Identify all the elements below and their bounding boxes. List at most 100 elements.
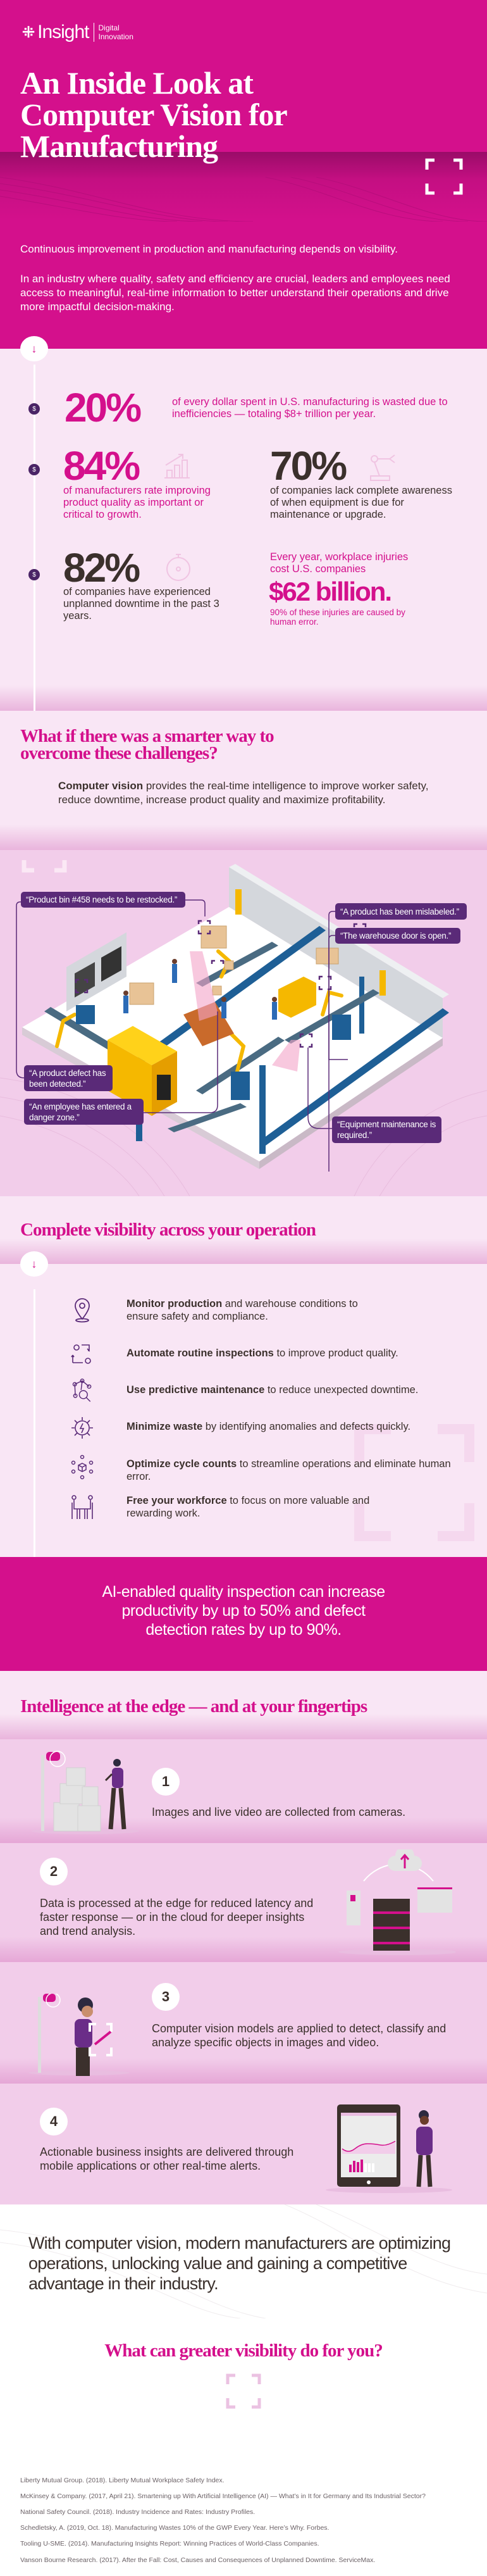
reference: Liberty Mutual Group. (2018). Liberty Mu…	[20, 2477, 225, 2484]
item-bold: Optimize cycle counts	[126, 1458, 237, 1470]
item-rest: to improve product quality.	[273, 1347, 398, 1359]
visibility-item: Monitor production and warehouse conditi…	[126, 1297, 379, 1323]
step-1	[0, 1739, 487, 1843]
reference: Schedletsky, A. (2019, Oct. 18). Manufac…	[20, 2524, 330, 2532]
callout-restock: “Product bin #458 needs to be restocked.…	[21, 892, 185, 908]
title-line: Manufacturing	[20, 128, 218, 164]
item-rest: by identifying anomalies and defects qui…	[202, 1421, 411, 1432]
visibility-heading: Complete visibility across your operatio…	[20, 1220, 316, 1240]
item-bold: Minimize waste	[126, 1421, 203, 1432]
reference: McKinsey & Company. (2017, April 21). Sm…	[20, 2492, 426, 2500]
step-text: Data is processed at the edge for reduce…	[40, 1897, 314, 1937]
stats-section	[0, 349, 487, 711]
step-text: Images and live video are collected from…	[152, 1806, 406, 1818]
dollar-icon: $	[28, 403, 40, 415]
stat-injuries-lead: Every year, workplace injuries cost U.S.…	[270, 551, 409, 575]
step-number: 1	[152, 1768, 180, 1796]
section-shadow	[0, 1239, 487, 1264]
factory-illustration-section	[0, 827, 487, 1197]
arrow-down-icon: ↓	[20, 336, 48, 361]
title-line: Computer Vision for	[20, 97, 288, 132]
challenge-section	[0, 711, 487, 850]
challenge-heading: What if there was a smarter way to overc…	[20, 726, 274, 763]
server-cloud-illustration	[338, 1849, 455, 1955]
challenge-body-rest: provides the real-time intelligence to i…	[58, 780, 429, 806]
stat-82-value: 82%	[63, 545, 140, 591]
banner-text: AI-enabled quality inspection can increa…	[0, 1582, 487, 1639]
stat-20-value: 20%	[65, 385, 142, 430]
step-text: Actionable business insights are deliver…	[40, 2146, 294, 2172]
step-2	[0, 1843, 487, 1962]
item-bold: Free your workforce	[126, 1495, 227, 1506]
arrow-down-icon: ↓	[20, 1251, 48, 1277]
title-line: An Inside Look at	[20, 65, 254, 101]
visibility-section	[0, 1196, 487, 1557]
network-search-icon	[72, 1379, 92, 1402]
intro-paragraph: In an industry where quality, safety and…	[20, 273, 450, 313]
timeline-line	[34, 1289, 35, 1557]
banner-line: detection rates by up to 90%.	[145, 1621, 342, 1639]
section-shadow	[0, 825, 487, 850]
wave-pattern	[0, 152, 487, 222]
factory-illustration	[0, 827, 487, 1197]
item-bold: Automate routine inspections	[126, 1347, 274, 1359]
page-title: An Inside Look at Computer Vision for Ma…	[20, 65, 288, 164]
step-text: Computer vision models are applied to de…	[152, 2022, 447, 2049]
focus-bracket-icon	[22, 827, 67, 873]
banner-line: AI-enabled quality inspection can increa…	[102, 1583, 385, 1601]
callout-maintenance: “Equipment maintenance is required.”	[332, 1116, 441, 1143]
logo-brand: Insight	[37, 22, 89, 42]
visibility-item: Free your workforce to focus on more val…	[126, 1494, 379, 1520]
gear-bolt-icon	[71, 1417, 93, 1439]
bar-chart-icon	[164, 454, 190, 478]
item-rest: and warehouse conditions to ensure safet…	[126, 1298, 358, 1322]
step-4	[0, 2084, 487, 2204]
heading-line: What if there was a smarter way to	[20, 726, 274, 746]
cta-heading: What can greater visibility do for you?	[104, 2341, 383, 2361]
step-number: 3	[152, 1983, 180, 2011]
focus-bracket-icon	[425, 158, 463, 195]
banner-line: productivity by up to 50% and defect	[121, 1602, 366, 1620]
tablet-insights-illustration	[326, 2104, 452, 2193]
stat-62-billion: $62 billion.	[269, 577, 392, 606]
stat-70-text: of companies lack complete awareness of …	[270, 485, 452, 520]
visibility-item: Optimize cycle counts to streamline oper…	[126, 1458, 468, 1483]
hero-header: ⁜ Insight Digital Innovation An Inside L…	[0, 0, 487, 349]
edge-heading: Intelligence at the edge — and at your f…	[20, 1696, 367, 1716]
location-pin-icon	[75, 1298, 90, 1323]
step-number: 2	[40, 1858, 68, 1885]
step-3	[0, 1962, 487, 2084]
visibility-item: Use predictive maintenance to reduce une…	[126, 1384, 468, 1396]
logo-mark-icon: ⁜	[22, 23, 35, 41]
reference: Tooling U-SME. (2014). Manufacturing Ins…	[20, 2540, 319, 2548]
stopwatch-icon	[166, 554, 190, 581]
dollar-icon: $	[28, 464, 40, 475]
heading-line: overcome these challenges?	[20, 743, 218, 763]
focus-bracket-icon	[226, 2373, 261, 2409]
focus-bracket-icon	[354, 1424, 474, 1541]
callout-danger-zone: “An employee has entered a danger zone.”	[24, 1099, 144, 1125]
gear-cycle-icon	[71, 1344, 91, 1364]
step-number: 4	[40, 2108, 68, 2135]
item-bold: Use predictive maintenance	[126, 1384, 265, 1396]
insight-logo: ⁜ Insight Digital Innovation	[22, 22, 133, 43]
callout-defect: “A product defect has been detected.”	[24, 1065, 113, 1091]
edge-section	[0, 1671, 487, 1739]
callout-door-open: “The warehouse door is open.”	[335, 928, 460, 944]
wave-lines	[0, 2204, 487, 2319]
item-rest: to streamline operations and eliminate h…	[126, 1458, 451, 1482]
stat-banner: AI-enabled quality inspection can increa…	[0, 1557, 487, 1671]
robot-arm-icon	[370, 454, 395, 481]
item-rest: to reduce unexpected downtime.	[264, 1384, 419, 1396]
wave-lines	[0, 177, 487, 222]
callout-mislabeled: “A product has been mislabeled.”	[335, 903, 467, 920]
challenge-body: Computer vision provides the real-time i…	[58, 779, 463, 807]
reference: National Safety Council. (2018). Industr…	[20, 2508, 256, 2516]
dollar-icon: $	[28, 569, 40, 580]
stat-20-text: of every dollar spent in U.S. manufactur…	[172, 396, 448, 420]
stat-70-value: 70%	[270, 443, 347, 489]
challenge-body-bold: Computer vision	[58, 780, 144, 792]
stat-82-text: of companies have experienced unplanned …	[63, 586, 219, 622]
visibility-item: Minimize waste by identifying anomalies …	[126, 1420, 468, 1433]
stat-injuries-note: 90% of these injuries are caused by huma…	[270, 608, 405, 627]
